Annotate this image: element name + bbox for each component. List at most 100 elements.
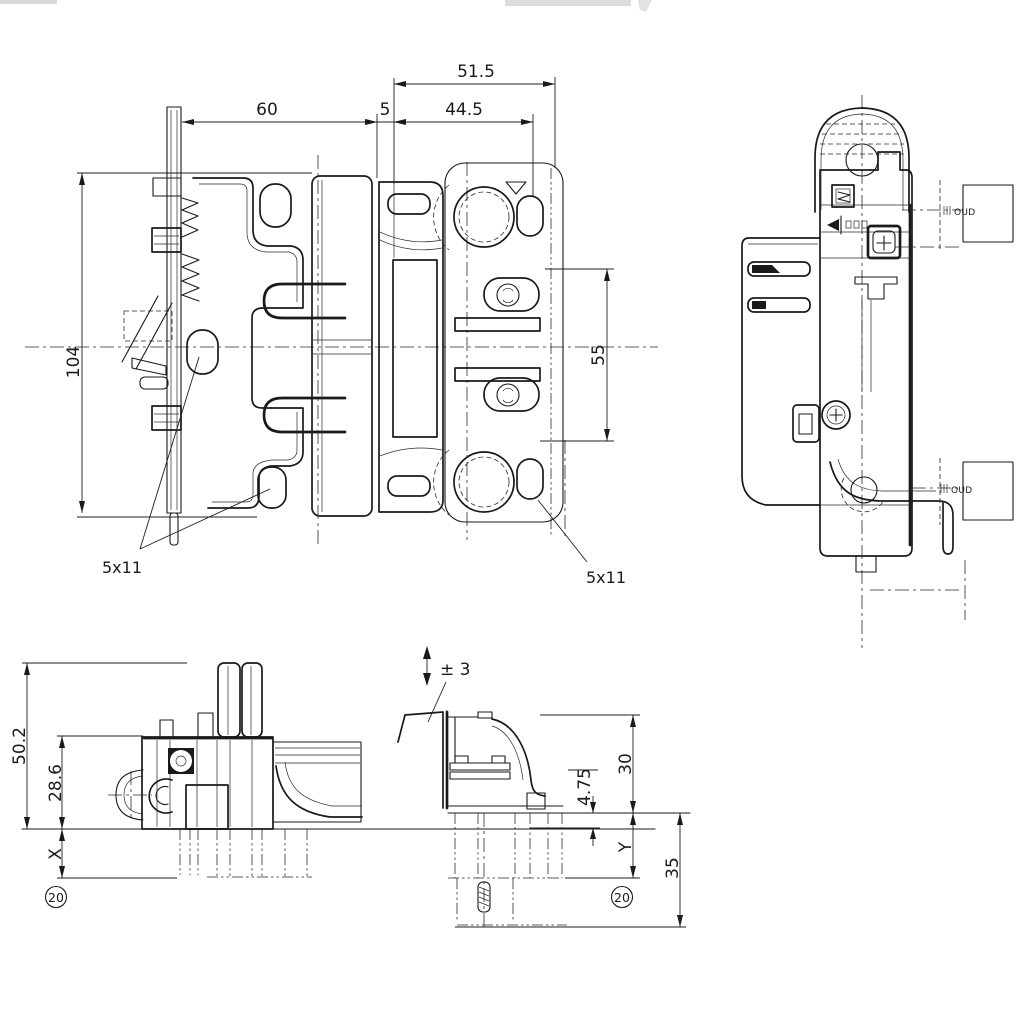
loop bbox=[148, 778, 173, 814]
keyhole-circle-top bbox=[453, 186, 515, 248]
dim-55-label: 55 bbox=[589, 344, 609, 366]
mounting-plate bbox=[433, 162, 564, 523]
square-adjuster bbox=[866, 224, 902, 260]
oud-label-top: OUD bbox=[954, 208, 976, 218]
door-panel-section bbox=[166, 106, 182, 546]
balloon-left-label: 20 bbox=[48, 890, 64, 905]
dim-5-label: 5 bbox=[380, 100, 391, 120]
u-slot-lower bbox=[262, 396, 347, 434]
slot-bottom-5x11 bbox=[257, 466, 287, 509]
balloon-right-circle bbox=[610, 885, 634, 909]
bottom-body bbox=[108, 736, 363, 830]
bottom-hook-outer bbox=[275, 765, 363, 818]
ref-label-top: OUD bbox=[943, 206, 976, 218]
mounting-bracket bbox=[186, 177, 347, 509]
adapter-flange bbox=[378, 181, 444, 513]
latch-body bbox=[311, 175, 373, 517]
dim-60-label: 60 bbox=[256, 100, 278, 120]
dim-35-label: 35 bbox=[663, 857, 683, 879]
screw-slot-lower bbox=[483, 377, 540, 412]
cam-pin bbox=[850, 476, 878, 504]
plate-slot-1-fill bbox=[752, 265, 780, 273]
upper-screw bbox=[151, 227, 182, 253]
panel-hardware bbox=[121, 177, 200, 431]
t-link bbox=[854, 276, 898, 300]
striker-bracket bbox=[397, 710, 564, 810]
adjust-arrow-icon bbox=[827, 219, 839, 231]
slot-top bbox=[259, 183, 292, 228]
bottom-tab bbox=[855, 555, 877, 573]
front-block bbox=[185, 784, 229, 830]
flange-slot-top bbox=[387, 193, 431, 215]
side-tab bbox=[139, 376, 169, 390]
hook bbox=[829, 458, 954, 555]
side-left-plate bbox=[741, 237, 821, 506]
dim-28-6-label: 28.6 bbox=[46, 764, 66, 802]
reference-blocks: OUD OUD bbox=[870, 180, 1014, 620]
dim-4-75-label: 4.75 bbox=[575, 768, 595, 806]
spring-lower bbox=[181, 253, 200, 302]
phantom-box bbox=[123, 310, 173, 342]
artifact-bar-left bbox=[0, 0, 57, 4]
flange-slot-bottom bbox=[387, 475, 431, 497]
plate-slot-2 bbox=[747, 297, 811, 313]
u-slot-upper bbox=[262, 282, 347, 320]
screw-lower bbox=[496, 383, 520, 407]
artifact-smudge bbox=[638, 0, 652, 12]
dim-44-5-label: 44.5 bbox=[445, 100, 483, 120]
screw-slot-upper bbox=[483, 277, 540, 312]
bottom-view: 50.2 28.6 X 20 ± 3 bbox=[10, 646, 691, 930]
dim-y-label: Y bbox=[616, 841, 636, 853]
front-view: 60 5 44.5 51.5 104 bbox=[25, 62, 658, 587]
balloon-right-label: 20 bbox=[614, 890, 630, 905]
lever-foot bbox=[131, 357, 167, 376]
bracket-curve bbox=[491, 718, 546, 797]
plate-slot-2-fill bbox=[752, 301, 766, 309]
plate-slot-1 bbox=[747, 261, 811, 277]
balloon-left-circle bbox=[44, 885, 68, 909]
ref-block-bottom bbox=[962, 461, 1014, 521]
top-clips bbox=[159, 662, 263, 738]
bracket-foot bbox=[526, 792, 546, 810]
keyhole-circle-bottom bbox=[453, 451, 515, 513]
lever-edge-2 bbox=[135, 302, 173, 370]
panel-pin bbox=[169, 512, 179, 546]
plate-bar-upper bbox=[454, 317, 541, 332]
side-button bbox=[792, 404, 820, 443]
plate-bar-lower bbox=[454, 367, 541, 382]
slot-note-left: 5x11 bbox=[102, 558, 142, 577]
dim-50-2-label: 50.2 bbox=[10, 727, 30, 765]
dim-x-label: X bbox=[46, 848, 66, 860]
oud-label-bottom: OUD bbox=[951, 486, 973, 496]
triangle-marker bbox=[505, 181, 527, 195]
side-body bbox=[819, 151, 913, 573]
ref-label-bottom: OUD bbox=[940, 484, 973, 496]
tongue bbox=[814, 107, 910, 213]
adjusters bbox=[827, 184, 902, 392]
dim-plus-minus-3-label: ± 3 bbox=[440, 660, 470, 680]
spring-upper bbox=[181, 197, 199, 238]
keyhole-slot-bottom-5x11 bbox=[516, 458, 544, 500]
keyhole-slot-top bbox=[516, 195, 544, 237]
top-tab bbox=[152, 177, 182, 197]
dim-30-label: 30 bbox=[616, 753, 636, 775]
flange-window bbox=[392, 259, 438, 438]
bottom-dimensions: 50.2 28.6 X 20 ± 3 bbox=[10, 646, 683, 927]
slot-middle-5x11 bbox=[186, 329, 219, 375]
screw-upper bbox=[496, 283, 520, 307]
lower-screw bbox=[151, 405, 182, 431]
dim-104-label: 104 bbox=[64, 346, 84, 378]
cropped-ui-artifacts bbox=[0, 0, 652, 12]
artifact-bar-middle bbox=[505, 0, 631, 6]
ref-block-top bbox=[962, 184, 1014, 243]
front-dimensions: 60 5 44.5 51.5 104 bbox=[64, 62, 626, 587]
slot-note-right: 5x11 bbox=[586, 568, 626, 587]
side-view: OUD OUD bbox=[741, 95, 1014, 648]
detent-block bbox=[831, 184, 855, 208]
side-screws bbox=[792, 400, 851, 443]
hidden-geometry bbox=[179, 813, 567, 930]
lever-edge-1 bbox=[121, 295, 159, 363]
dim-51-5-label: 51.5 bbox=[457, 62, 495, 82]
